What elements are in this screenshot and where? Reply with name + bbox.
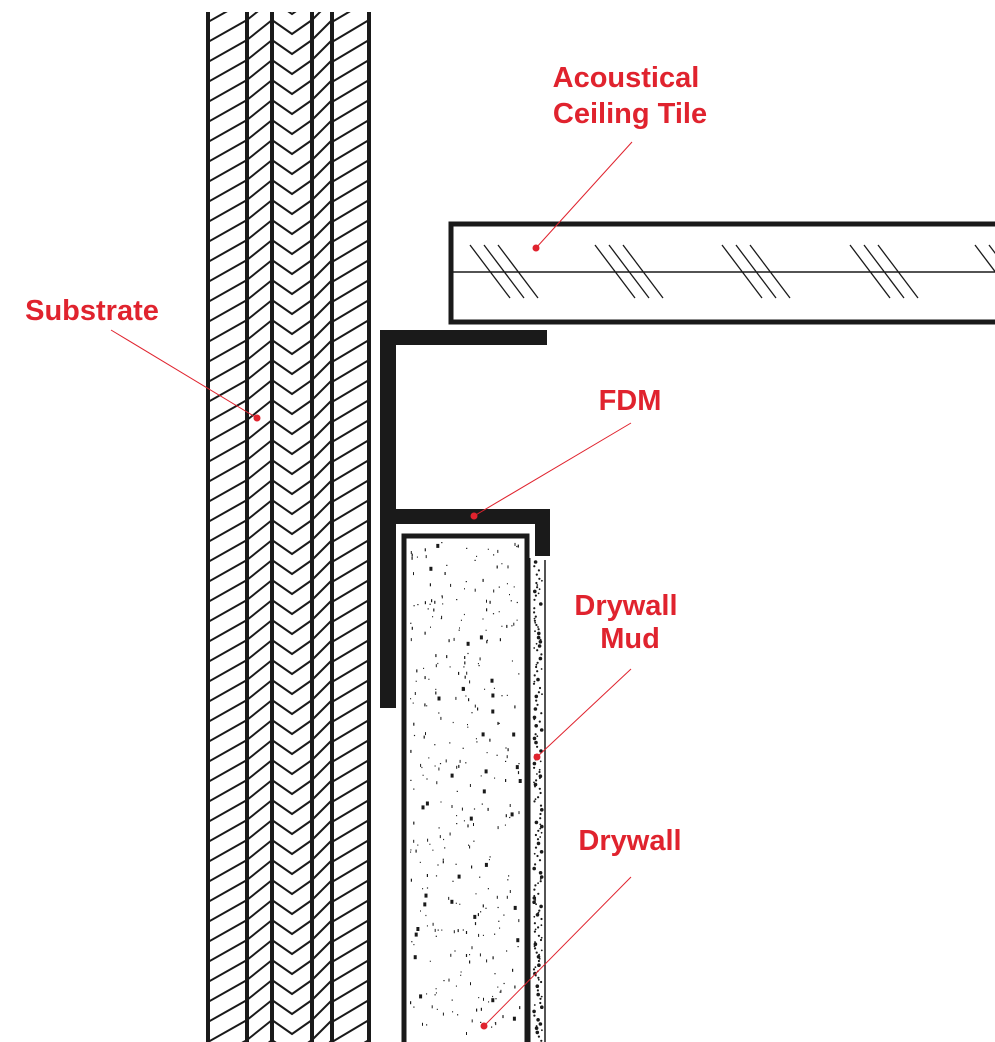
label-ceiling-tile: Acoustical Ceiling Tile [553,62,708,130]
fdm-trim [380,330,550,708]
leader-fdm [473,422,632,517]
label-drywall: Drywall [578,825,681,857]
leader-ceiling-tile [535,141,633,249]
substrate [206,12,371,1042]
leader-dot-drywall-mud [533,753,541,761]
label-drywall-mud: Drywall Mud [574,590,685,655]
label-fdm: FDM [599,385,662,417]
leader-dot-fdm [470,512,478,520]
leader-drywall-mud [536,668,632,758]
leader-drywall [483,876,632,1027]
drywall-mud-layer [529,558,546,1042]
ceiling-tile [448,221,995,325]
drywall-board [401,533,530,1042]
leader-dot-drywall [480,1022,488,1030]
leader-dot-ceiling-tile [532,244,540,252]
label-substrate: Substrate [25,295,159,327]
leader-substrate [110,329,258,419]
leader-lines [110,141,633,1030]
leader-dot-substrate [253,414,261,422]
